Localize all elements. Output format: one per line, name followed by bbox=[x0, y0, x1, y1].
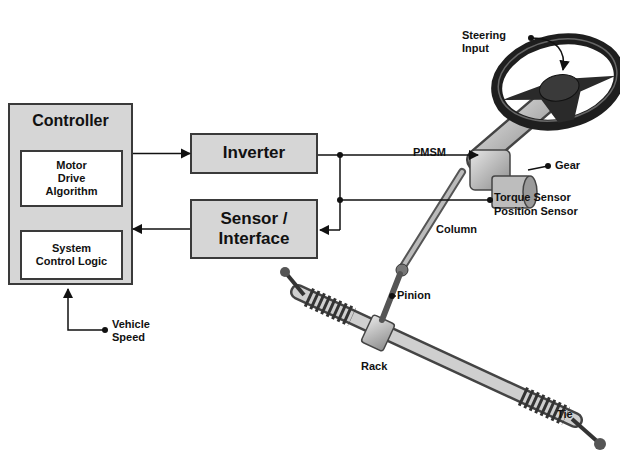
steering-wheel bbox=[489, 28, 620, 136]
leader-dot bbox=[545, 163, 551, 169]
leader-dot bbox=[487, 197, 493, 203]
junction-dots bbox=[102, 35, 551, 333]
junction-dot bbox=[337, 152, 343, 158]
intermediate-shaft bbox=[402, 172, 462, 268]
wheel-spokes bbox=[501, 70, 620, 133]
rack-tube bbox=[298, 292, 575, 420]
rack-tube-outline bbox=[298, 292, 575, 420]
input-label: Vehicle Speed bbox=[112, 318, 164, 344]
box-text: System Control Logic bbox=[34, 242, 110, 268]
part-label: Gear bbox=[555, 159, 605, 172]
rack-assembly bbox=[280, 267, 606, 450]
feedback-wire bbox=[339, 155, 341, 230]
algorithm-box: Motor Drive Algorithm bbox=[20, 150, 123, 207]
part-label: Rack bbox=[361, 360, 411, 373]
box-text: Motor Drive Algorithm bbox=[44, 159, 100, 199]
box-text: Inverter bbox=[223, 143, 285, 163]
speed-input-line bbox=[68, 289, 105, 330]
leader-dot bbox=[528, 35, 534, 41]
signal-arrow bbox=[133, 228, 190, 230]
pinion-housing bbox=[361, 314, 395, 351]
box-text: Sensor / Interface bbox=[199, 209, 309, 250]
box-heading: Controller bbox=[10, 112, 131, 130]
sensor-label: Torque Sensor bbox=[494, 191, 604, 204]
rack-bellows bbox=[308, 297, 352, 317]
wheel-rim bbox=[489, 28, 620, 136]
input-label: Steering Input bbox=[462, 29, 524, 55]
wiring bbox=[68, 38, 564, 330]
part-label: PMSM bbox=[413, 146, 473, 159]
junction-dot bbox=[337, 197, 343, 203]
leader-dot bbox=[389, 293, 395, 299]
leader-line bbox=[528, 166, 548, 170]
tie-rod-end bbox=[280, 267, 290, 277]
tie-rod bbox=[572, 419, 598, 442]
signal-arrow bbox=[133, 153, 190, 155]
part-label: Pinion bbox=[397, 289, 457, 302]
leader-dot bbox=[102, 327, 108, 333]
part-label: Column bbox=[436, 223, 506, 236]
sensor-wire bbox=[340, 199, 490, 201]
feedback-wire bbox=[320, 229, 340, 231]
tie-rod-end bbox=[594, 438, 606, 450]
logic-box: System Control Logic bbox=[20, 230, 123, 280]
steering-input-arrow bbox=[531, 38, 564, 70]
controller-box: ControllerMotor Drive AlgorithmSystem Co… bbox=[8, 103, 133, 285]
inverter-box: Inverter bbox=[190, 133, 318, 174]
sensor-label: Position Sensor bbox=[494, 205, 604, 218]
sensor-interface-box: Sensor / Interface bbox=[190, 199, 318, 259]
intermediate-shaft bbox=[402, 172, 462, 268]
part-label: Tie bbox=[557, 408, 597, 421]
wheel-hub bbox=[537, 71, 582, 105]
